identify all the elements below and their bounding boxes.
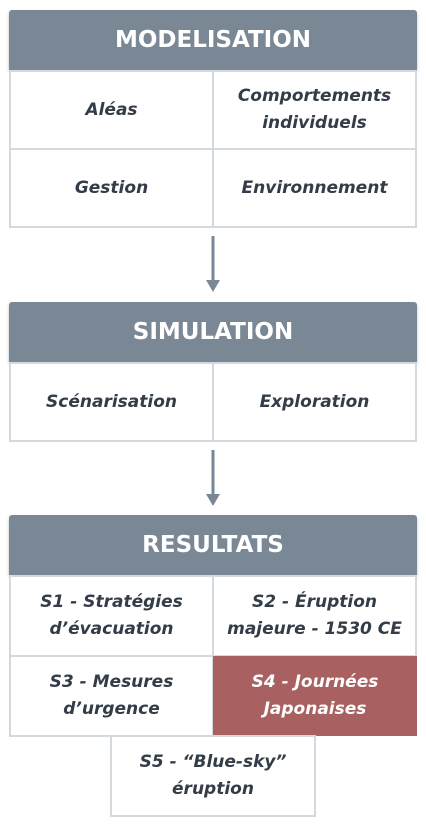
modelisation-item-aleas: Aléas (9, 70, 214, 150)
resultats-item-s2: S2 - Éruption majeure - 1530 CE (212, 575, 417, 657)
flow-arrow-2 (206, 450, 220, 506)
modelisation-item-comportements: Comportements individuels (212, 70, 417, 150)
modelisation-header: MODELISATION (9, 10, 417, 70)
resultats-item-s3: S3 - Mesures d’urgence (9, 655, 214, 737)
modelisation-item-gestion: Gestion (9, 148, 214, 228)
resultats-item-s1: S1 - Stratégies d’évacuation (9, 575, 214, 657)
simulation-item-scenarisation: Scénarisation (9, 362, 214, 442)
resultats-item-s5: S5 - “Blue-sky” éruption (110, 735, 316, 817)
resultats-header: RESULTATS (9, 515, 417, 575)
simulation-header: SIMULATION (9, 302, 417, 362)
flow-arrow-1 (206, 236, 220, 292)
resultats-item-s4: S4 - Journées Japonaises (213, 656, 417, 736)
simulation-item-exploration: Exploration (212, 362, 417, 442)
modelisation-item-environnement: Environnement (212, 148, 417, 228)
